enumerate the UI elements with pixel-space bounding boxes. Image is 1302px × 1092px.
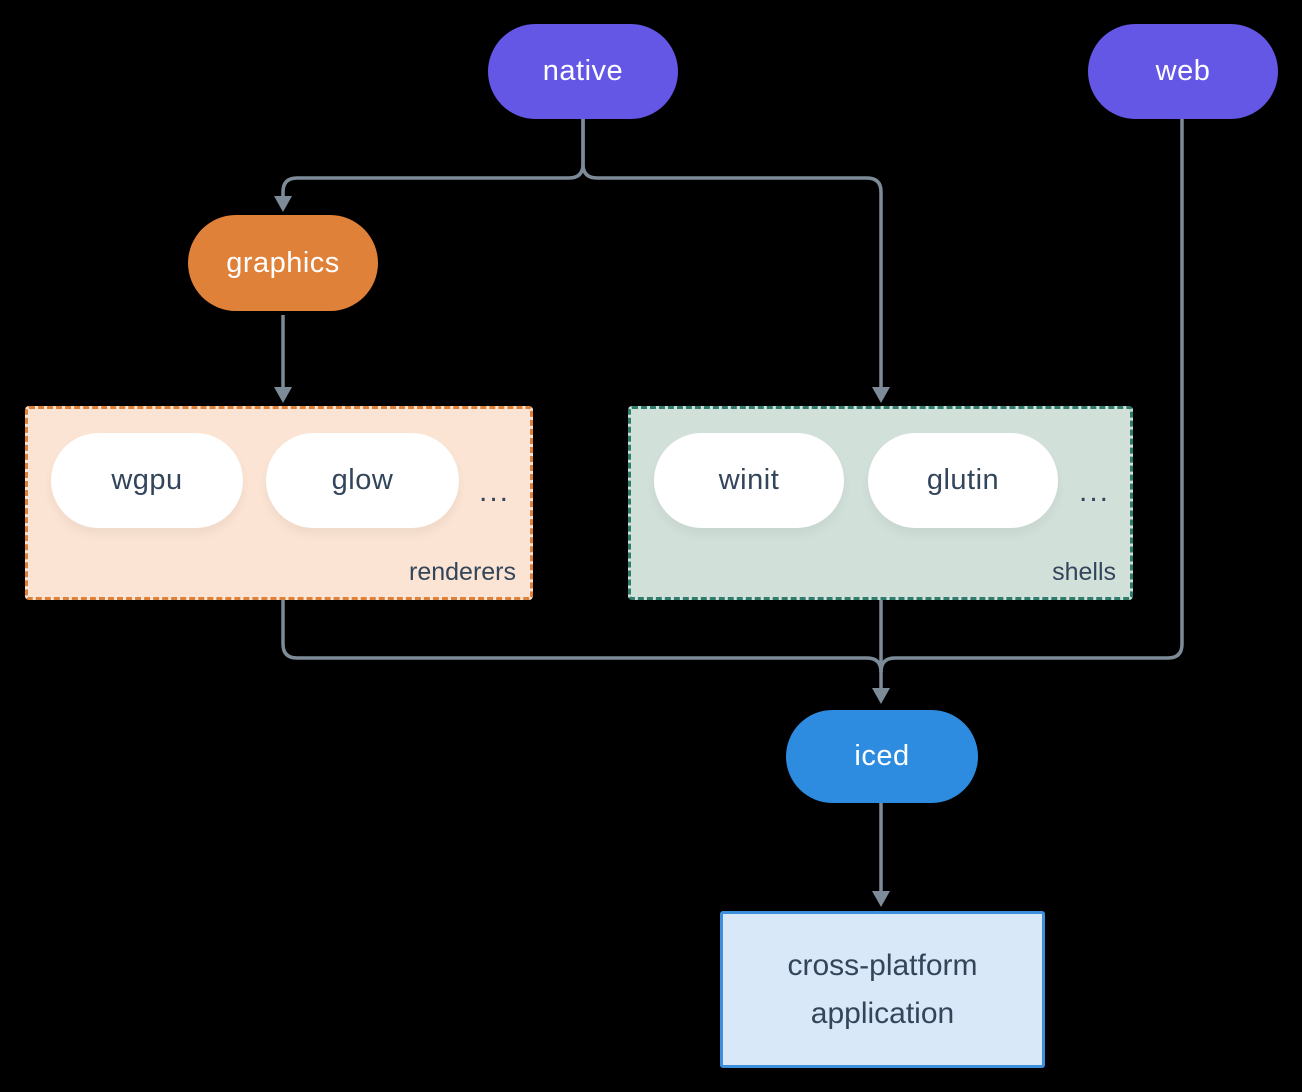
group-shells: winit glutin ... shells: [628, 406, 1133, 600]
arrowhead-to-app: [872, 891, 890, 907]
renderers-ellipsis: ...: [478, 474, 510, 508]
renderers-label: renderers: [409, 558, 516, 586]
node-glow: glow: [266, 433, 459, 528]
app-box-line1: cross-platform: [787, 948, 978, 982]
shells-label: shells: [1052, 558, 1116, 586]
edge-renderers-to-iced: [281, 600, 883, 673]
edge-native-to-shells: [581, 118, 883, 388]
node-cross-platform-application: cross-platform application: [720, 911, 1045, 1068]
arrowhead-to-iced: [872, 688, 890, 704]
node-iced: iced: [786, 710, 978, 803]
node-winit: winit: [654, 433, 844, 528]
app-box-line2: application: [810, 996, 955, 1030]
arrowhead-to-renderers: [274, 387, 292, 403]
group-renderers: wgpu glow ... renderers: [25, 406, 533, 600]
node-glutin: glutin: [868, 433, 1058, 528]
shells-ellipsis: ...: [1078, 474, 1110, 508]
node-web: web: [1088, 24, 1278, 119]
arrowhead-to-graphics: [274, 196, 292, 212]
arrowhead-to-shells: [872, 387, 890, 403]
node-wgpu: wgpu: [51, 433, 243, 528]
node-graphics: graphics: [188, 215, 378, 311]
edge-native-to-graphics: [281, 118, 585, 197]
node-native: native: [488, 24, 678, 119]
